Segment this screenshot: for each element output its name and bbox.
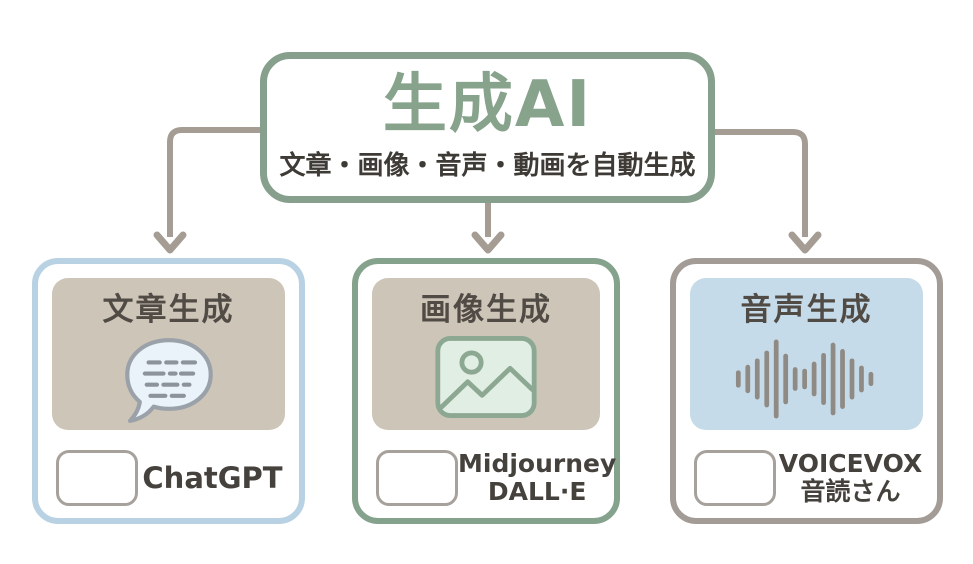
tool-logo-placeholder <box>56 450 138 506</box>
card-title: 画像生成 <box>420 292 552 328</box>
arrowhead-left-icon <box>153 231 187 254</box>
panel-voice-generation: 音声生成 <box>690 278 923 430</box>
tool-name: 音読さん <box>800 477 901 506</box>
tool-label-voice: VOICEVOX 音読さん <box>776 450 925 506</box>
picture-icon <box>435 336 537 418</box>
tool-label-text: ChatGPT <box>138 460 287 495</box>
card-voice-generation: 音声生成 <box>670 258 943 524</box>
tool-name: Midjourney <box>458 449 617 478</box>
waveform-icon <box>735 339 873 419</box>
card-title: 音声生成 <box>740 292 873 328</box>
card-text-generation: 文章生成 ChatGPT <box>32 258 305 524</box>
connector-left <box>167 127 260 237</box>
page-subtitle: 文章・画像・音声・動画を自動生成 <box>279 151 696 181</box>
arrowhead-right-icon <box>788 231 822 254</box>
tool-row-voice: VOICEVOX 音読さん <box>694 448 925 508</box>
tool-name: ChatGPT <box>142 460 283 495</box>
page-title: 生成AI <box>382 68 593 142</box>
tool-row-text: ChatGPT <box>56 448 287 508</box>
tool-logo-placeholder <box>376 450 458 506</box>
connector-right <box>715 129 808 237</box>
tool-row-image: Midjourney DALL·E <box>376 448 616 508</box>
root-node-generative-ai: 生成AI 文章・画像・音声・動画を自動生成 <box>260 52 715 203</box>
tool-logo-placeholder <box>694 450 776 506</box>
tool-label-image: Midjourney DALL·E <box>458 450 616 506</box>
speech-bubble-icon <box>124 338 213 423</box>
card-image-generation: 画像生成 Midjourney DALL·E <box>352 258 620 524</box>
panel-image-generation: 画像生成 <box>372 278 600 430</box>
panel-text-generation: 文章生成 <box>52 278 285 430</box>
tool-name: DALL·E <box>487 477 587 506</box>
card-title: 文章生成 <box>102 292 235 328</box>
tool-name: VOICEVOX <box>778 449 923 478</box>
arrowhead-middle-icon <box>471 231 505 254</box>
